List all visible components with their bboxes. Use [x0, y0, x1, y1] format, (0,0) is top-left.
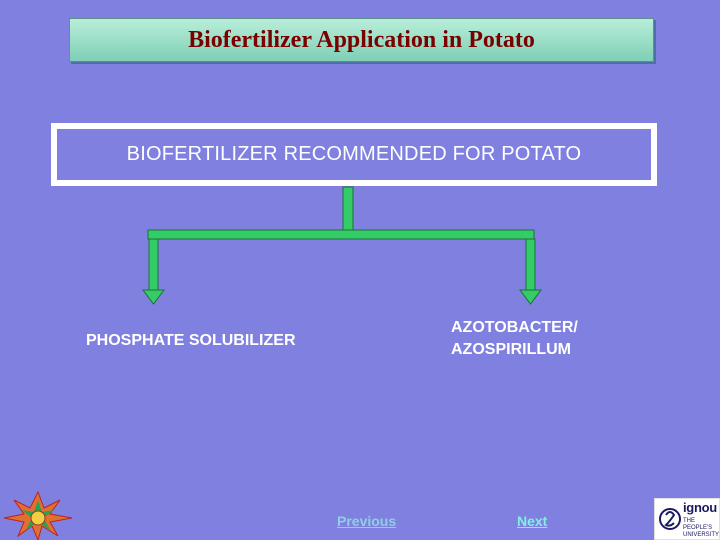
left-child-node: PHOSPHATE SOLUBILIZER — [86, 330, 296, 352]
ignou-tagline-line1: THE PEOPLE'S — [683, 518, 713, 531]
page-title: Biofertilizer Application in Potato — [188, 26, 535, 53]
stem-connector — [342, 186, 354, 233]
left-arrow — [142, 238, 165, 305]
right-child-label-line2: AZOSPIRILLUM — [451, 341, 571, 358]
ignou-logo: ignou THE PEOPLE'S UNIVERSITY — [654, 498, 720, 540]
right-child-node: AZOTOBACTER/ AZOSPIRILLUM — [451, 317, 578, 361]
root-node-label: BIOFERTILIZER RECOMMENDED FOR POTATO — [126, 143, 582, 165]
horizontal-connector — [147, 229, 535, 240]
ignou-tagline: THE PEOPLE'S UNIVERSITY — [683, 518, 719, 539]
root-node: BIOFERTILIZER RECOMMENDED FOR POTATO — [51, 123, 657, 186]
title-banner: Biofertilizer Application in Potato — [69, 18, 654, 62]
university-emblem-icon — [3, 490, 73, 540]
ignou-tagline-line2: UNIVERSITY — [683, 532, 720, 538]
left-child-label: PHOSPHATE SOLUBILIZER — [86, 332, 296, 349]
next-link[interactable]: Next — [517, 513, 548, 529]
ignou-name: ignou — [683, 500, 717, 515]
ignou-logo-icon — [659, 508, 681, 530]
previous-link[interactable]: Previous — [337, 513, 397, 529]
right-child-label-line1: AZOTOBACTER/ — [451, 319, 578, 336]
right-arrow — [519, 238, 542, 305]
